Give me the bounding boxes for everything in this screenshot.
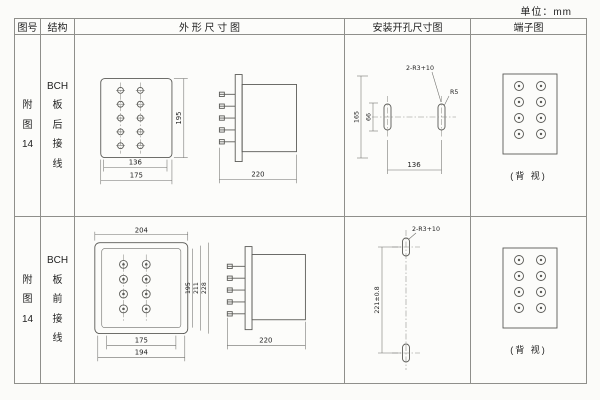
- terminal-diagram-rear: [502, 73, 557, 154]
- mounting-slots: [391, 229, 420, 370]
- front-view-dimensions: 204 175 194 195 211 228: [94, 226, 209, 361]
- slot-callout-label: 2-R3+10: [406, 65, 434, 72]
- header-terminal: 端子图: [470, 18, 587, 35]
- terminal-circles: [513, 80, 546, 139]
- terminal-diagram-front: [502, 247, 557, 329]
- dim-label-194: 194: [134, 348, 147, 356]
- dim-label-136b: 136: [407, 161, 421, 169]
- radius-label: R5: [450, 89, 458, 96]
- side-view: [226, 245, 306, 330]
- dim-label-211: 211: [193, 282, 200, 294]
- terminal-drawing-cell-2: (背 视): [470, 216, 587, 384]
- mounting-drawing-front: 221±0.8 2-R3+10: [374, 226, 440, 370]
- fig-no-cell-2: 附 图 14: [14, 216, 41, 384]
- header-structure: 结构: [40, 18, 75, 35]
- dim-label-221: 221±0.8: [374, 286, 381, 313]
- unit-label: 单位：mm: [520, 7, 572, 18]
- dim-label-220: 220: [251, 170, 264, 178]
- dim-label-195b: 195: [185, 282, 192, 294]
- outline-drawing-cell-1: 136 175 195: [74, 34, 345, 217]
- terminal-caption-1: (背 视): [510, 170, 547, 181]
- terminal-circles: [513, 255, 546, 313]
- terminal-caption-2: (背 视): [510, 345, 547, 355]
- front-view: [93, 241, 188, 334]
- mounting-drawing-cell-1: 165 66 136 2-R3+10 R5: [344, 34, 471, 217]
- dim-label-165: 165: [353, 111, 360, 123]
- outline-drawing-front: 204 175 194 195 211 228: [93, 226, 306, 361]
- header-outline: 外 形 尺 寸 图: [74, 18, 345, 35]
- mounting-drawing-rear: 165 66 136 2-R3+10 R5: [353, 65, 458, 174]
- structure-cell-2: BCH 板 前 接 线: [40, 216, 75, 384]
- dim-label-204: 204: [134, 226, 147, 234]
- table-row-rear-wired: 附 图 14 BCH 板 后 接 线: [14, 34, 587, 217]
- mounting-drawing-cell-2: 221±0.8 2-R3+10: [344, 216, 471, 384]
- side-view-dimensions: 220: [218, 147, 297, 184]
- header-row: 图号 结构 外 形 尺 寸 图 安装开孔尺寸图 端子图: [14, 18, 587, 35]
- dim-label-175b: 175: [134, 336, 147, 344]
- structure-cell-1: BCH 板 后 接 线: [40, 34, 75, 217]
- dim-label-66: 66: [365, 113, 372, 121]
- outline-drawing-cell-2: 204 175 194 195 211 228: [74, 216, 345, 384]
- mounting-dimensions: 221±0.8 2-R3+10: [374, 226, 440, 353]
- outline-drawing-rear: 136 175 195: [99, 74, 297, 185]
- header-mounting: 安装开孔尺寸图: [344, 18, 471, 35]
- terminal-drawing-cell-1: (背 视): [470, 34, 587, 217]
- dim-label-220b: 220: [259, 336, 272, 344]
- front-view-dimensions: 136 175 195: [99, 78, 188, 185]
- side-view: [218, 74, 297, 163]
- slot-callout-label-2: 2-R3+10: [412, 226, 440, 233]
- dim-label-228: 228: [201, 282, 208, 294]
- dim-label-136: 136: [128, 159, 141, 167]
- table-row-front-wired: 附 图 14 BCH 板 前 接 线: [14, 216, 587, 384]
- fig-no-cell-1: 附 图 14: [14, 34, 41, 217]
- spec-table: 图号 结构 外 形 尺 寸 图 安装开孔尺寸图 端子图 附 图 14 BCH 板…: [14, 18, 587, 384]
- mounting-slots: [371, 96, 456, 138]
- header-fig-no: 图号: [14, 18, 41, 35]
- dim-label-175: 175: [129, 171, 142, 179]
- front-view: [99, 78, 172, 159]
- side-view-dimensions: 220: [226, 317, 306, 349]
- dim-label-195: 195: [174, 111, 182, 124]
- mounting-dimensions: 165 66 136 2-R3+10 R5: [353, 65, 458, 174]
